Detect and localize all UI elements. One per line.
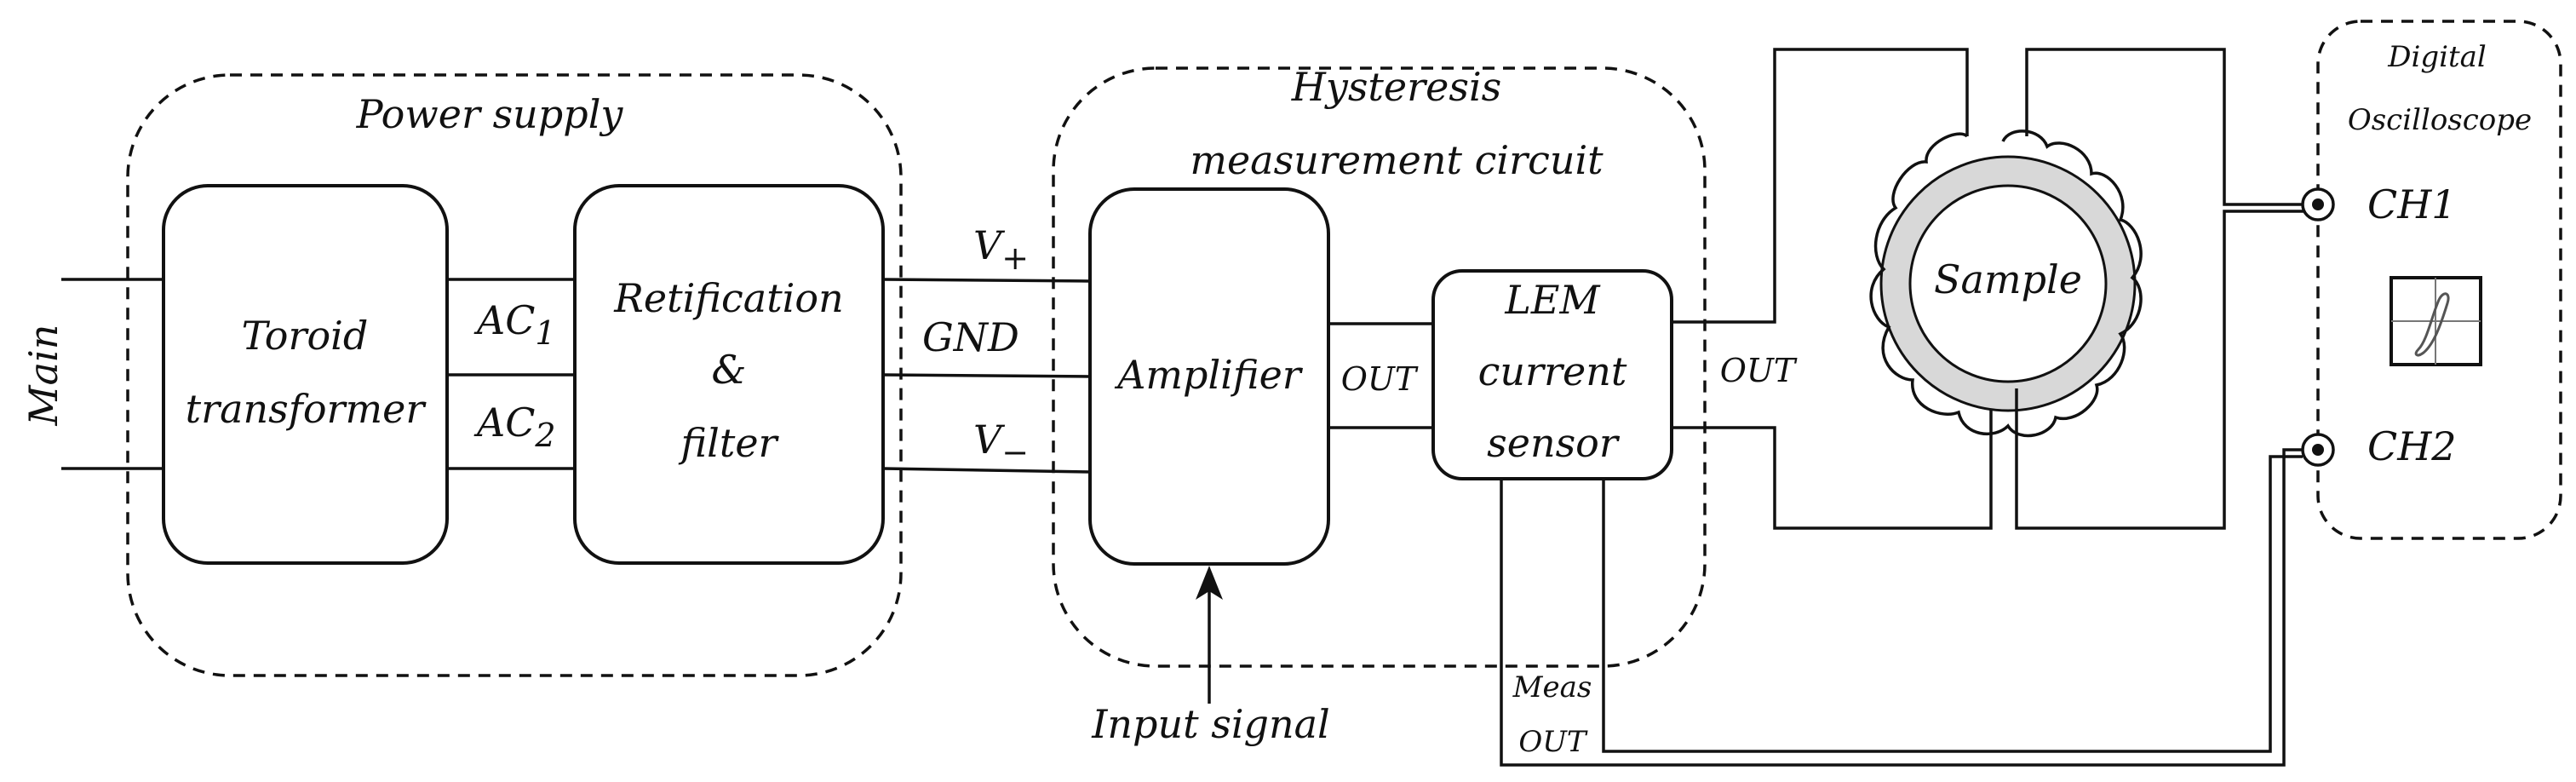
amplifier-block — [1088, 187, 1330, 566]
rectifier-label-line3: filter — [678, 420, 779, 466]
lem-out-label: OUT — [1720, 352, 1798, 389]
transformer-label-line2: transformer — [186, 386, 427, 432]
rectifier-label-line2: & — [712, 347, 747, 393]
meas-out-label-line1: Meas — [1512, 670, 1592, 704]
secondary-winding-wire-right — [2015, 210, 2316, 530]
ch1-label: CH1 — [2367, 181, 2457, 227]
lem-current-sensor-block — [1431, 269, 1673, 480]
rectifier-label-line1: Retification — [613, 275, 843, 321]
toroid-transformer-block — [162, 184, 449, 565]
lem-label-line1: LEM — [1504, 277, 1601, 323]
rectification-filter-block — [573, 184, 885, 565]
ch1-connector-center — [2312, 198, 2324, 210]
main-label: Main — [20, 325, 66, 427]
ac1-label: AC1 — [473, 297, 556, 352]
transformer-label-line1: Toroid — [242, 313, 369, 359]
lem-label-line3: sensor — [1487, 420, 1621, 466]
hysteresis-loop-icon — [2414, 292, 2450, 357]
v-plus-wire — [882, 278, 1091, 283]
input-signal-arrowhead — [1196, 566, 1223, 600]
v-minus-wire — [882, 467, 1091, 474]
oscilloscope-group — [2316, 20, 2562, 540]
v-plus-label: V+ — [973, 222, 1029, 277]
oscilloscope-label-line1: Digital — [2387, 40, 2487, 74]
oscilloscope-label-line2: Oscilloscope — [2348, 103, 2532, 137]
sample-winding-coil — [1869, 129, 2143, 438]
sample-label: Sample — [1934, 256, 2082, 302]
gnd-wire — [882, 373, 1091, 378]
hysteresis-circuit-group — [1052, 66, 1707, 668]
meas-out-label-line2: OUT — [1518, 725, 1588, 759]
meas-out-wire-inner — [1602, 455, 2303, 753]
hysteresis-label-line1: Hysteresis — [1291, 64, 1502, 110]
hysteresis-label-line2: measurement circuit — [1190, 137, 1604, 183]
amplifier-label: Amplifier — [1114, 352, 1304, 398]
ch2-connector-center — [2312, 444, 2324, 456]
sample-core — [1881, 157, 2135, 411]
ch2-label: CH2 — [2367, 423, 2457, 469]
sample-core-outer-edge — [1879, 155, 2137, 412]
amp-out-label: OUT — [1341, 360, 1419, 398]
power-supply-label: Power supply — [356, 91, 624, 137]
secondary-winding-wire-left — [2025, 48, 2316, 206]
primary-winding-wire-left — [1672, 48, 1969, 324]
gnd-label: GND — [922, 314, 1019, 360]
ac2-label: AC2 — [473, 400, 556, 454]
sample-core-inner-edge — [1908, 184, 2108, 383]
primary-winding-wire-right — [1672, 388, 1993, 530]
v-minus-label: V− — [973, 417, 1029, 471]
lem-label-line2: current — [1478, 348, 1627, 394]
meas-out-wire-outer — [1500, 448, 2303, 767]
input-signal-label: Input signal — [1091, 701, 1330, 747]
